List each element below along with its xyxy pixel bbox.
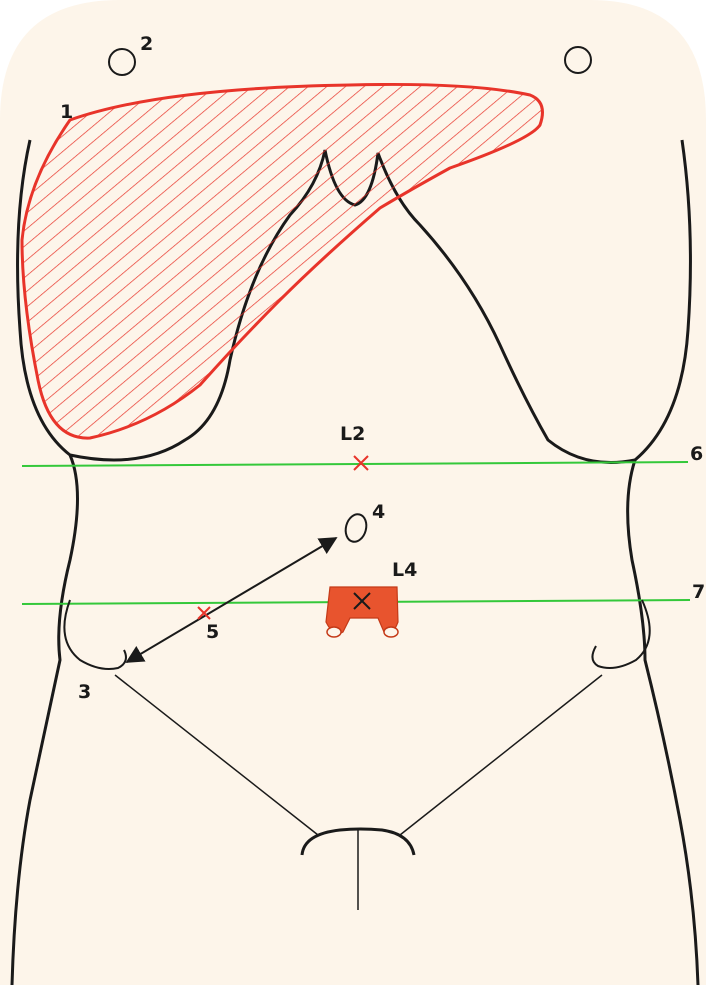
label-4: 4 — [372, 501, 385, 523]
label-3: 3 — [78, 681, 91, 703]
aorta-left-iliac-opening — [327, 627, 341, 637]
label-5: 5 — [206, 621, 219, 643]
label-7: 7 — [692, 581, 705, 603]
aorta-right-iliac-opening — [384, 627, 398, 637]
label-l4: L4 — [392, 559, 417, 581]
label-2: 2 — [140, 33, 153, 55]
label-l2: L2 — [340, 423, 365, 445]
label-1: 1 — [60, 101, 73, 123]
label-6: 6 — [690, 443, 703, 465]
